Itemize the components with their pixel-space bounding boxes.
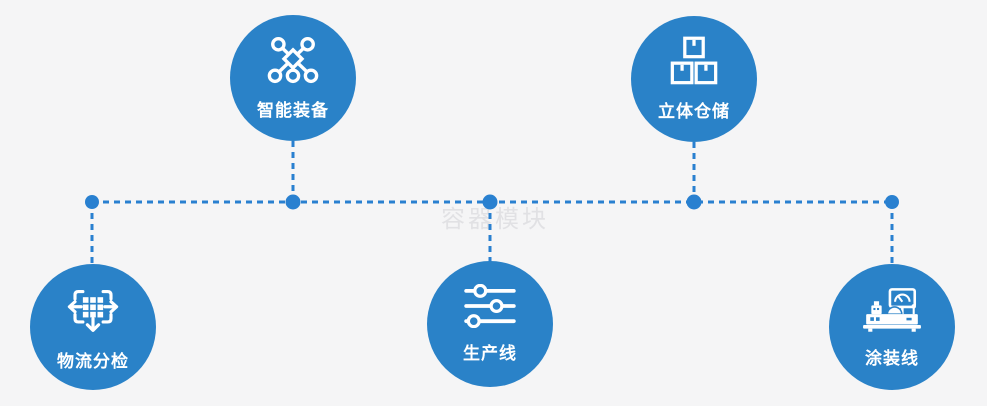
node-coating-line: 涂装线 <box>829 264 955 390</box>
network-nodes-icon <box>266 35 320 85</box>
node-warehouse: 立体仓储 <box>631 16 757 142</box>
node-label: 生产线 <box>463 344 517 363</box>
node-label: 涂装线 <box>865 349 919 368</box>
watermark-text: 容器模块 <box>441 206 549 233</box>
sort-dispatch-icon <box>66 282 120 336</box>
node-label: 物流分检 <box>57 352 129 371</box>
node-label: 立体仓储 <box>658 102 730 121</box>
coating-machine-icon <box>861 285 923 333</box>
node-logistics-sorting: 物流分检 <box>30 264 156 390</box>
node-label: 智能装备 <box>257 101 329 120</box>
sliders-icon <box>464 283 516 329</box>
stacked-boxes-icon <box>668 36 720 86</box>
node-production-line: 生产线 <box>427 261 553 387</box>
node-smart-equipment: 智能装备 <box>230 15 356 141</box>
